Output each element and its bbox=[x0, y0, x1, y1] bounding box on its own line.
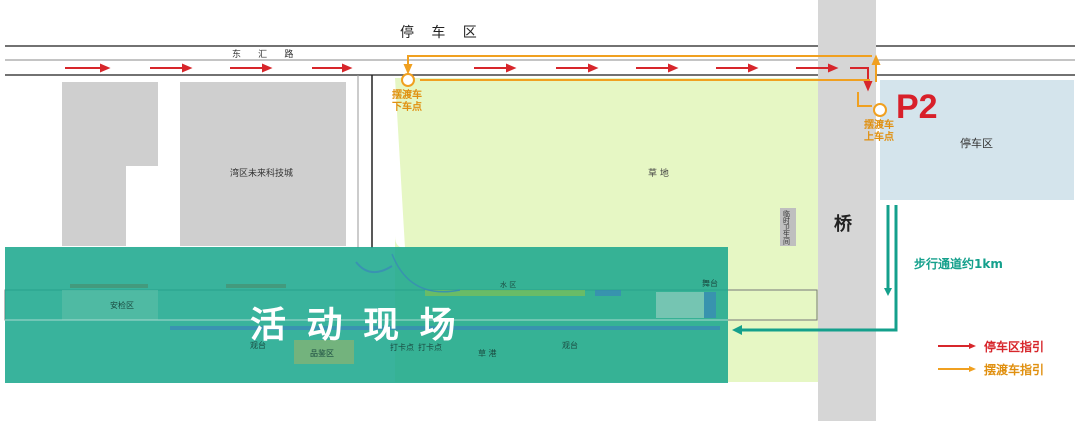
east-road bbox=[5, 45, 1075, 76]
bridge-label: 桥 bbox=[834, 214, 852, 235]
parking-lot-p2 bbox=[880, 80, 1074, 200]
shuttle-dropoff-label: 摆渡车 下车点 bbox=[392, 90, 422, 113]
grass-label: 草 地 bbox=[648, 169, 669, 179]
lake-label: 水 区 bbox=[500, 281, 517, 289]
toilet-sign-box bbox=[780, 208, 796, 246]
building-gap bbox=[126, 166, 158, 246]
shuttle-pickup-label: 摆渡车 上车点 bbox=[864, 120, 894, 143]
dock-label: 草 港 bbox=[478, 349, 497, 358]
bleacher-label: 观台 bbox=[250, 341, 266, 350]
toilet-sign-label: 临时卫生间 bbox=[783, 210, 790, 246]
legend-shuttle-arrow bbox=[938, 366, 976, 372]
shuttle-guide-arrows bbox=[401, 54, 887, 117]
site-details bbox=[5, 253, 728, 364]
parking-lot-label: 停车区 bbox=[960, 137, 993, 150]
legend-shuttle-label: 摆渡车指引 bbox=[984, 363, 1045, 377]
stage-label: 舞台 bbox=[702, 279, 718, 288]
security-zone-label: 安检区 bbox=[110, 301, 134, 310]
event-site-title: 活 动 现 场 bbox=[250, 305, 460, 346]
building-tech-city bbox=[180, 82, 346, 246]
building-block bbox=[62, 166, 126, 246]
parking-guide-arrows bbox=[65, 63, 873, 92]
legend-parking-arrow bbox=[938, 343, 976, 349]
grass-area-ext bbox=[728, 268, 818, 382]
legend-parking-label: 停车区指引 bbox=[984, 340, 1045, 354]
bridge-band bbox=[818, 0, 876, 421]
bleacher-label: 观台 bbox=[562, 341, 578, 350]
p2-title: P2 bbox=[896, 88, 938, 126]
checkin-label: 打卡点 bbox=[418, 343, 442, 352]
tech-city-label: 湾区未来科技城 bbox=[230, 169, 294, 179]
checkin-label: 打卡点 bbox=[390, 343, 414, 352]
walkway-arrow bbox=[732, 205, 898, 335]
walkway-label: 步行通道约1km bbox=[914, 257, 1003, 271]
parking-area-title: 停 车 区 bbox=[400, 25, 478, 41]
product-zone-label: 品鉴区 bbox=[310, 349, 334, 358]
road-name-label: 东 汇 路 bbox=[232, 50, 294, 60]
